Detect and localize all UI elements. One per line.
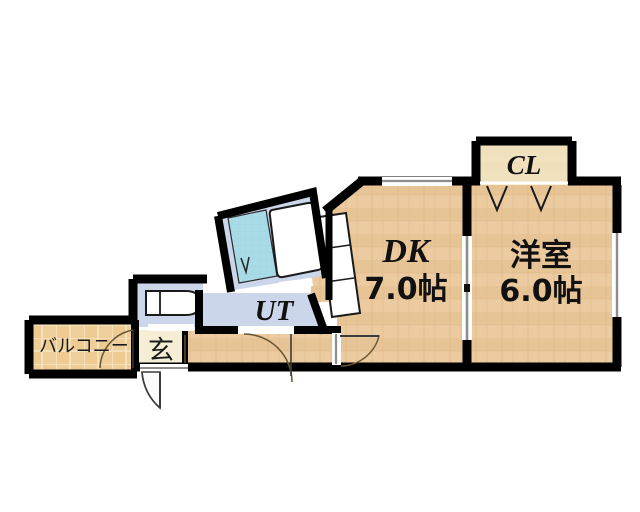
room-label-dk: DK <box>381 233 432 270</box>
dk-door[interactable] <box>332 333 380 367</box>
western-room-floor <box>471 185 613 363</box>
utility-door[interactable] <box>238 326 294 383</box>
closet-floor <box>480 145 568 185</box>
wall-outline <box>24 136 622 379</box>
genkan-floor <box>137 330 185 363</box>
utility-floor <box>203 293 322 330</box>
window-east[interactable] <box>612 233 622 317</box>
dk-floor <box>329 185 463 363</box>
room-label-closet: CL <box>507 150 542 180</box>
balcony-door[interactable] <box>99 329 134 369</box>
hallway-floor <box>185 330 337 363</box>
room-label-balcony: バルコニー <box>39 336 129 357</box>
balcony-floor <box>33 324 135 370</box>
toilet-fixture <box>145 290 202 316</box>
room-label-genkan: 玄 <box>148 336 174 366</box>
bathtub <box>227 209 278 284</box>
folding-closet-doors[interactable] <box>486 185 552 213</box>
window-dk-north[interactable] <box>382 177 452 186</box>
room-area-dk: 7.0帖 <box>364 272 447 307</box>
bath-door[interactable] <box>279 278 313 290</box>
room-label-western: 洋室 <box>510 238 572 274</box>
toilet-door[interactable] <box>148 324 194 331</box>
bathtub-drain-icon <box>240 256 250 275</box>
sliding-door-dk-western[interactable] <box>462 236 472 340</box>
entrance-door[interactable] <box>140 364 188 410</box>
wall-bath-block <box>214 187 330 293</box>
room-area-western: 6.0帖 <box>499 274 582 309</box>
room-label-utility: UT <box>255 295 295 327</box>
